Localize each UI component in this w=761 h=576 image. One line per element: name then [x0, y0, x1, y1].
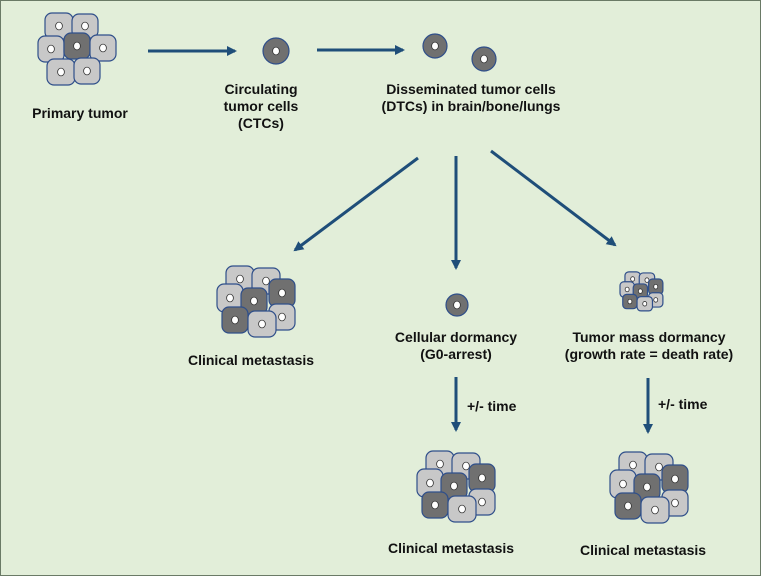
time-label-right: +/- time	[658, 396, 708, 412]
dark-tumor-cell	[468, 463, 496, 493]
time-label-center: +/- time	[467, 398, 517, 414]
ctc-cell	[262, 37, 290, 65]
dormant-cell	[445, 293, 469, 317]
ctc-label-line-3: (CTCs)	[238, 115, 284, 131]
arrow-dtc-to-tumor-mass-dormancy	[490, 149, 617, 247]
dark-tumor-cell	[421, 491, 449, 519]
clinical-metastasis-right-label: Clinical metastasis	[579, 542, 707, 558]
tumor-mass-dormancy-line-2: (growth rate = death rate)	[564, 346, 734, 362]
light-tumor-cell	[89, 34, 117, 62]
light-tumor-cell	[71, 13, 99, 39]
light-tumor-cell	[247, 310, 277, 338]
primary-tumor-cluster	[37, 12, 117, 86]
clinical-metastasis-left-cluster	[216, 265, 296, 338]
dark-tumor-cell	[633, 473, 661, 501]
light-tumor-cell	[447, 495, 477, 523]
dark-tumor-cell	[422, 33, 448, 59]
light-tumor-cell	[73, 57, 101, 85]
tumor-mass-dormancy-line-1: Tumor mass dormancy	[572, 329, 726, 345]
dark-tumor-cell	[471, 46, 497, 72]
light-tumor-cell	[46, 58, 76, 86]
tumor-mass-dormancy-cluster	[619, 271, 664, 312]
dtc-cells	[422, 33, 497, 72]
clinical-metastasis-left-label: Clinical metastasis	[187, 352, 315, 368]
arrow-dtc-to-clinical-metastasis	[293, 156, 419, 252]
clinical-metastasis-center-cluster	[416, 450, 496, 523]
dark-tumor-cell	[661, 464, 689, 494]
dark-tumor-cell	[445, 293, 469, 317]
dark-tumor-cell	[63, 32, 91, 60]
dark-tumor-cell	[614, 492, 642, 520]
cellular-dormancy-line-1: Cellular dormancy	[394, 329, 518, 345]
light-tumor-cell	[216, 283, 244, 313]
ctc-label-line-2: tumor cells	[223, 98, 299, 114]
cellular-dormancy-label: Cellular dormancy (G0-arrest)	[376, 329, 536, 363]
dark-tumor-cell	[262, 37, 290, 65]
clinical-metastasis-center-label: Clinical metastasis	[387, 540, 515, 556]
cellular-dormancy-line-2: (G0-arrest)	[420, 346, 492, 362]
dtc-label-line-2: (DTCs) in brain/bone/lungs	[381, 98, 561, 114]
clinical-metastasis-right-cluster	[609, 451, 689, 524]
dark-tumor-cell	[221, 306, 249, 334]
light-tumor-cell	[636, 296, 654, 312]
dark-tumor-cell	[647, 278, 664, 295]
dtc-label: Disseminated tumor cells (DTCs) in brain…	[356, 81, 586, 115]
primary-tumor-label: Primary tumor	[32, 105, 128, 121]
dtc-label-line-1: Disseminated tumor cells	[386, 81, 556, 97]
light-tumor-cell	[37, 35, 65, 63]
dark-tumor-cell	[240, 287, 268, 315]
dark-tumor-cell	[268, 278, 296, 308]
dark-tumor-cell	[622, 293, 638, 310]
light-tumor-cell	[640, 496, 670, 524]
ctc-label: Circulating tumor cells (CTCs)	[211, 81, 311, 132]
tumor-mass-dormancy-label: Tumor mass dormancy (growth rate = death…	[541, 329, 757, 363]
ctc-label-line-1: Circulating	[224, 81, 298, 97]
